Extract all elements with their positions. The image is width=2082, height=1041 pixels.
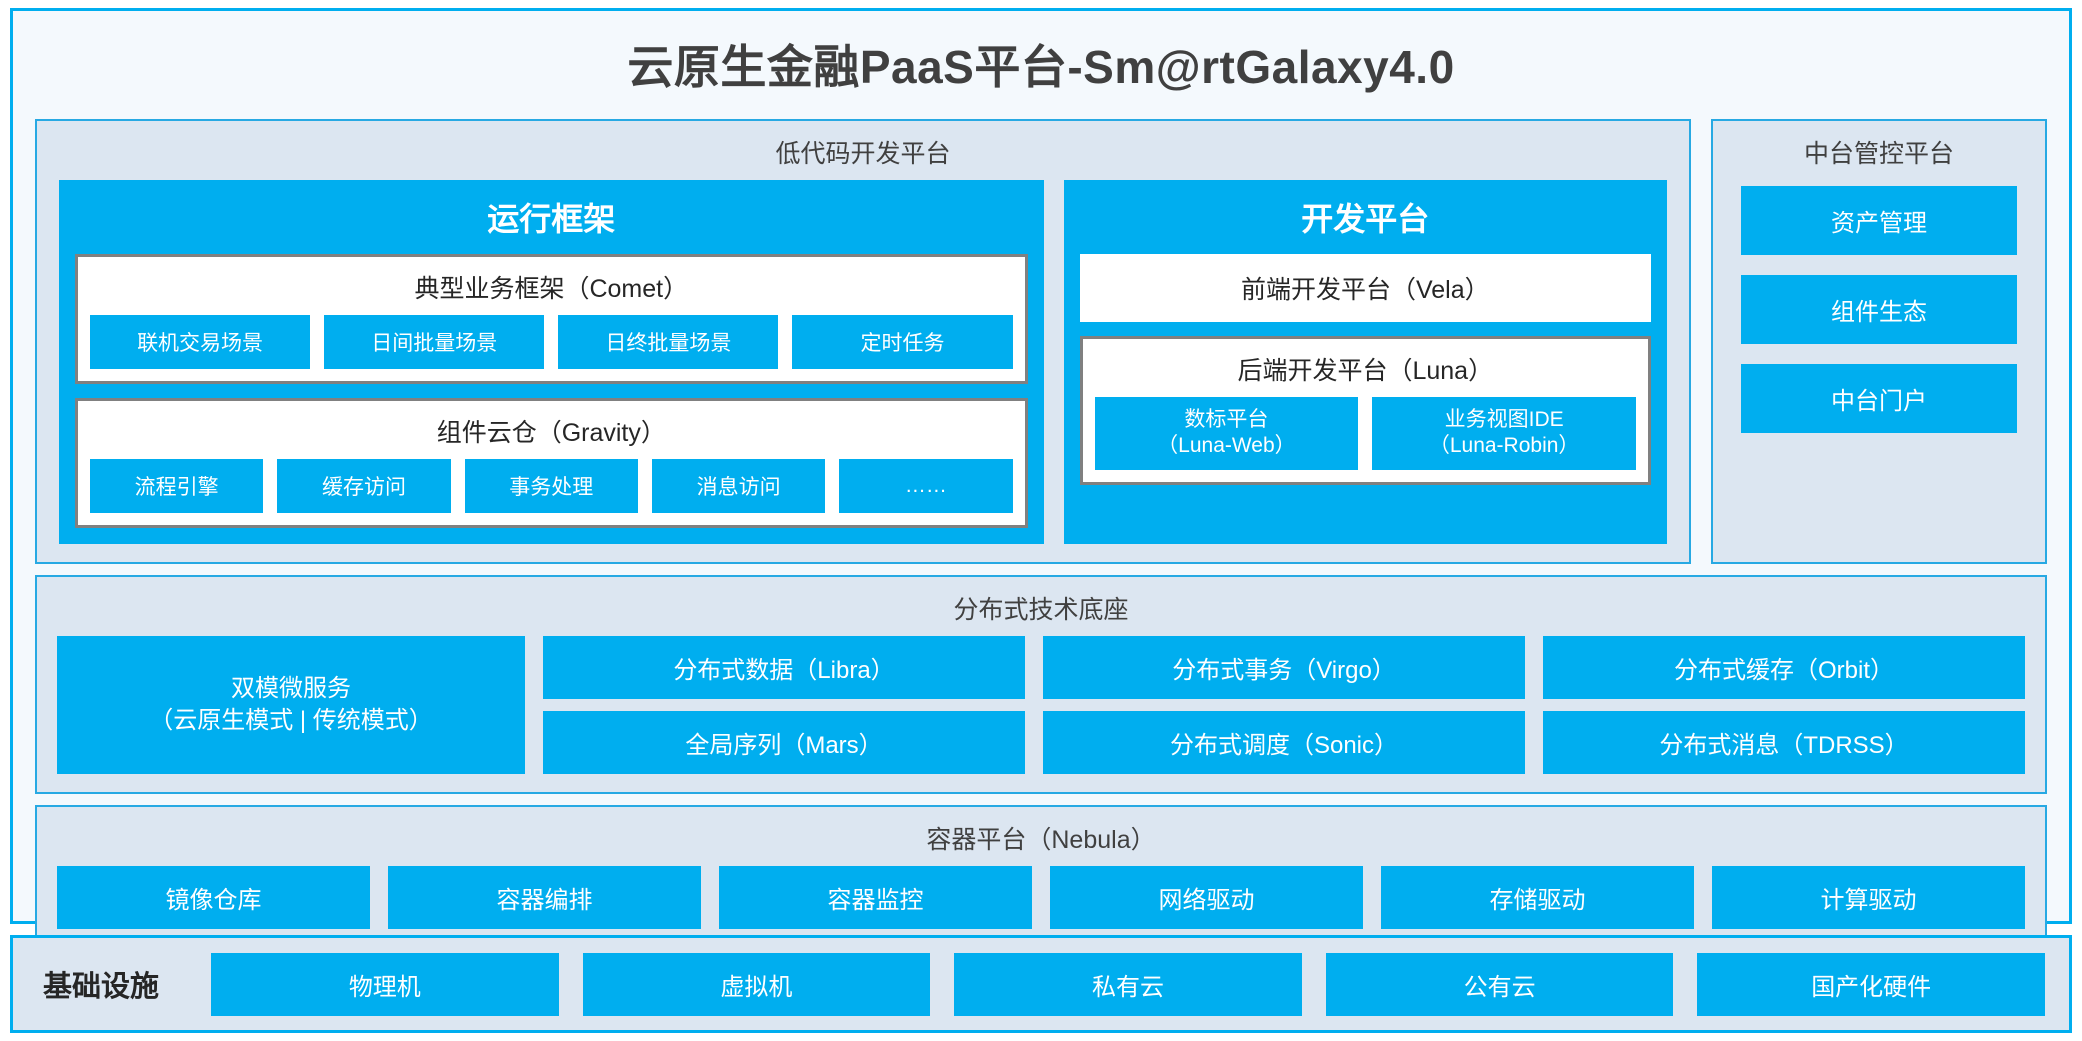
dual-mode-line2: （云原生模式 | 传统模式） bbox=[149, 707, 433, 734]
dist-item-dual-mode-microservice[interactable]: 双模微服务 （云原生模式 | 传统模式） bbox=[57, 636, 525, 774]
control-platform-panel: 中台管控平台 资产管理 组件生态 中台门户 bbox=[1711, 119, 2047, 564]
gravity-item-process-engine[interactable]: 流程引擎 bbox=[90, 459, 264, 513]
container-item-compute-driver[interactable]: 计算驱动 bbox=[1712, 866, 2025, 929]
dist-item-orbit[interactable]: 分布式缓存（Orbit） bbox=[1543, 636, 2025, 699]
dist-item-mars[interactable]: 全局序列（Mars） bbox=[543, 711, 1025, 774]
lowcode-platform-panel: 低代码开发平台 运行框架 典型业务框架（Comet） 联机交易场景 日间批量场景… bbox=[35, 119, 1691, 564]
control-item-asset-management[interactable]: 资产管理 bbox=[1741, 186, 2017, 255]
development-platform-title: 开发平台 bbox=[1301, 201, 1430, 237]
distributed-base-panel: 分布式技术底座 双模微服务 （云原生模式 | 传统模式） 分布式数据（Libra… bbox=[35, 575, 2047, 794]
comet-item-intraday-batch[interactable]: 日间批量场景 bbox=[324, 315, 545, 369]
luna-chip-row: 数标平台 （Luna-Web） 业务视图IDE （Luna-Robin） bbox=[1094, 397, 1636, 470]
luna-web-line1: 数标平台 bbox=[1184, 408, 1269, 431]
control-platform-title: 中台管控平台 bbox=[1803, 140, 1954, 168]
backend-platform-luna-title: 后端开发平台（Luna） bbox=[1237, 357, 1494, 385]
lowcode-platform-title: 低代码开发平台 bbox=[775, 140, 951, 168]
runtime-framework-card: 运行框架 典型业务框架（Comet） 联机交易场景 日间批量场景 日终批量场景 … bbox=[59, 180, 1044, 544]
dist-column-2: 分布式事务（Virgo） 分布式调度（Sonic） bbox=[1043, 636, 1525, 774]
infra-item-physical-machine[interactable]: 物理机 bbox=[211, 952, 559, 1016]
comet-item-scheduled-task[interactable]: 定时任务 bbox=[792, 315, 1013, 369]
container-item-orchestration[interactable]: 容器编排 bbox=[388, 866, 701, 929]
container-platform-body: 镜像仓库 容器编排 容器监控 网络驱动 存储驱动 计算驱动 bbox=[37, 866, 2045, 949]
dist-item-sonic[interactable]: 分布式调度（Sonic） bbox=[1043, 711, 1525, 774]
infrastructure-items: 物理机 虚拟机 私有云 公有云 国产化硬件 bbox=[211, 952, 2045, 1016]
dist-item-libra[interactable]: 分布式数据（Libra） bbox=[543, 636, 1025, 699]
comet-group: 典型业务框架（Comet） 联机交易场景 日间批量场景 日终批量场景 定时任务 bbox=[75, 254, 1028, 384]
page-title: 云原生金融PaaS平台-Sm@rtGalaxy4.0 bbox=[627, 41, 1455, 93]
dist-column-1: 分布式数据（Libra） 全局序列（Mars） bbox=[543, 636, 1025, 774]
container-item-network-driver[interactable]: 网络驱动 bbox=[1050, 866, 1363, 929]
infra-item-virtual-machine[interactable]: 虚拟机 bbox=[582, 952, 931, 1016]
dist-column-3: 分布式缓存（Orbit） 分布式消息（TDRSS） bbox=[1543, 636, 2025, 774]
main-platform-frame: 云原生金融PaaS平台-Sm@rtGalaxy4.0 低代码开发平台 运行框架 … bbox=[10, 8, 2072, 951]
gravity-chip-row: 流程引擎 缓存访问 事务处理 消息访问 …… bbox=[90, 459, 1013, 513]
distributed-base-title: 分布式技术底座 bbox=[953, 596, 1129, 624]
infra-item-domestic-hardware[interactable]: 国产化硬件 bbox=[1697, 952, 2045, 1016]
gravity-item-message-access[interactable]: 消息访问 bbox=[651, 459, 826, 513]
runtime-framework-title: 运行框架 bbox=[487, 201, 616, 237]
comet-group-title: 典型业务框架（Comet） bbox=[414, 275, 689, 303]
comet-item-online-transaction[interactable]: 联机交易场景 bbox=[90, 315, 311, 369]
control-item-portal[interactable]: 中台门户 bbox=[1741, 364, 2017, 433]
infrastructure-panel: 基础设施 物理机 虚拟机 私有云 公有云 国产化硬件 bbox=[10, 935, 2072, 1033]
container-item-storage-driver[interactable]: 存储驱动 bbox=[1381, 866, 1694, 929]
container-platform-title: 容器平台（Nebula） bbox=[926, 826, 1156, 854]
gravity-group-title: 组件云仓（Gravity） bbox=[436, 419, 666, 447]
backend-platform-luna-group: 后端开发平台（Luna） 数标平台 （Luna-Web） 业务视图IDE （Lu… bbox=[1079, 336, 1651, 485]
luna-item-luna-web[interactable]: 数标平台 （Luna-Web） bbox=[1094, 397, 1359, 470]
container-item-monitoring[interactable]: 容器监控 bbox=[719, 866, 1032, 929]
luna-robin-line2: （Luna-Robin） bbox=[1428, 434, 1580, 458]
top-row: 低代码开发平台 运行框架 典型业务框架（Comet） 联机交易场景 日间批量场景… bbox=[35, 119, 2047, 564]
control-item-component-ecosystem[interactable]: 组件生态 bbox=[1741, 275, 2017, 344]
development-platform-card: 开发平台 前端开发平台（Vela） 后端开发平台（Luna） 数标平台 （Lun… bbox=[1063, 180, 1667, 544]
luna-web-line2: （Luna-Web） bbox=[1157, 434, 1296, 458]
comet-chip-row: 联机交易场景 日间批量场景 日终批量场景 定时任务 bbox=[90, 315, 1013, 369]
dist-item-tdrss[interactable]: 分布式消息（TDRSS） bbox=[1543, 711, 2025, 774]
infrastructure-label: 基础设施 bbox=[43, 971, 160, 1003]
control-platform-list: 资产管理 组件生态 中台门户 bbox=[1713, 180, 2045, 433]
container-platform-panel: 容器平台（Nebula） 镜像仓库 容器编排 容器监控 网络驱动 存储驱动 计算… bbox=[35, 805, 2047, 951]
infra-item-public-cloud[interactable]: 公有云 bbox=[1325, 952, 1674, 1016]
luna-item-luna-robin[interactable]: 业务视图IDE （Luna-Robin） bbox=[1372, 397, 1636, 470]
gravity-item-cache-access[interactable]: 缓存访问 bbox=[277, 459, 451, 513]
dual-mode-line1: 双模微服务 bbox=[230, 674, 351, 702]
frontend-platform-vela[interactable]: 前端开发平台（Vela） bbox=[1079, 254, 1651, 322]
dist-item-virgo[interactable]: 分布式事务（Virgo） bbox=[1043, 636, 1525, 699]
luna-robin-line1: 业务视图IDE bbox=[1444, 408, 1564, 431]
gravity-item-transaction-processing[interactable]: 事务处理 bbox=[464, 459, 638, 513]
gravity-group: 组件云仓（Gravity） 流程引擎 缓存访问 事务处理 消息访问 …… bbox=[75, 398, 1028, 528]
infra-item-private-cloud[interactable]: 私有云 bbox=[954, 952, 1302, 1016]
gravity-item-more[interactable]: …… bbox=[839, 459, 1013, 513]
comet-item-eod-batch[interactable]: 日终批量场景 bbox=[558, 315, 779, 369]
distributed-base-body: 双模微服务 （云原生模式 | 传统模式） 分布式数据（Libra） 全局序列（M… bbox=[37, 636, 2045, 792]
container-item-image-registry[interactable]: 镜像仓库 bbox=[57, 866, 370, 929]
lowcode-platform-body: 运行框架 典型业务框架（Comet） 联机交易场景 日间批量场景 日终批量场景 … bbox=[37, 180, 1689, 544]
